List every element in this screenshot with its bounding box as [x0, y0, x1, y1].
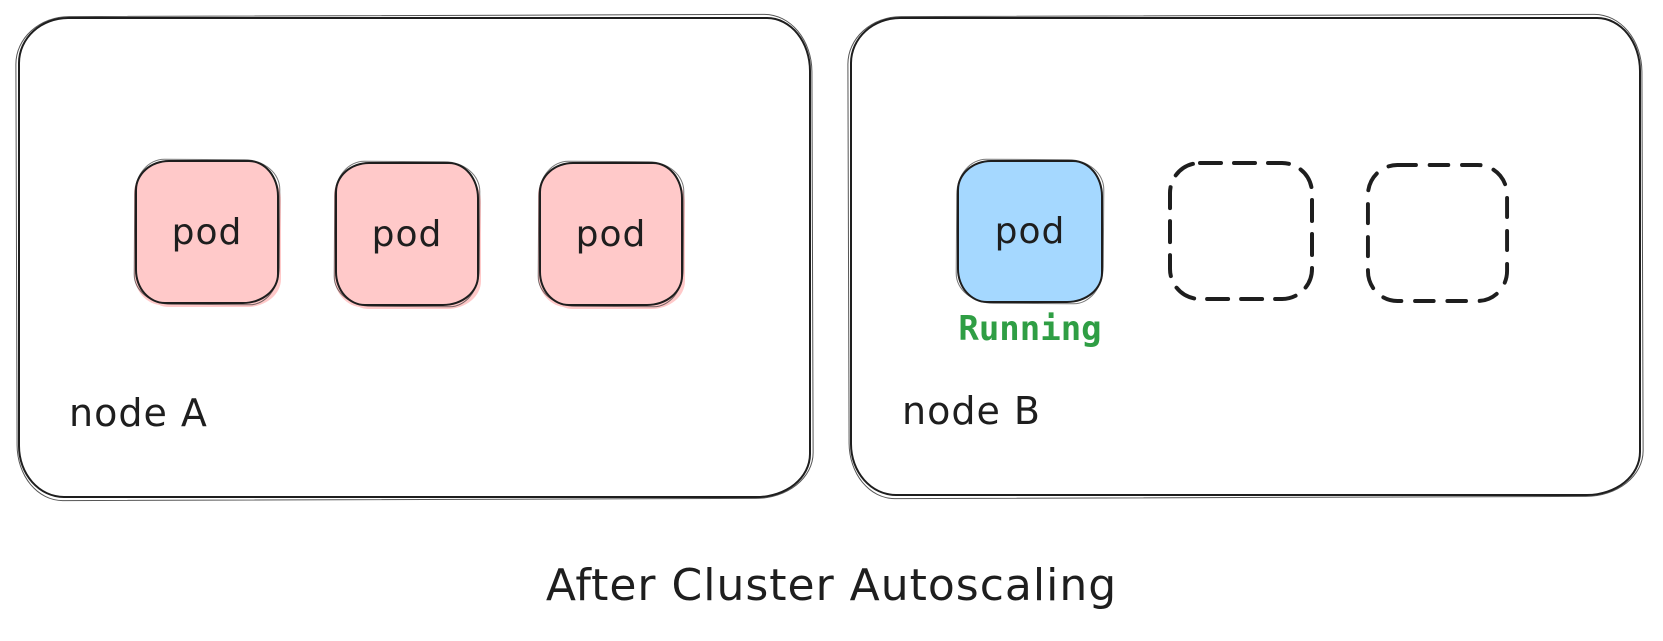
node-b: pod Running node B — [850, 17, 1641, 496]
dashed-slot-outline — [1168, 161, 1314, 301]
pod-label: pod — [994, 211, 1066, 252]
pod-label: pod — [171, 211, 243, 253]
node-a-label: node A — [69, 391, 208, 435]
dashed-slot-outline — [1365, 163, 1510, 303]
pod: pod — [539, 162, 683, 306]
pod: pod — [957, 160, 1103, 303]
node-a: pod pod pod node A — [18, 17, 811, 498]
pod-label: pod — [371, 213, 443, 255]
pod-status-running: Running — [958, 309, 1102, 349]
diagram-caption: After Cluster Autoscaling — [545, 560, 1118, 611]
pod: pod — [135, 160, 279, 304]
node-b-label: node B — [902, 389, 1041, 433]
pod: pod — [335, 162, 479, 306]
empty-pod-slot — [1167, 160, 1315, 302]
pod-label: pod — [575, 213, 647, 255]
empty-pod-slot — [1365, 162, 1510, 304]
